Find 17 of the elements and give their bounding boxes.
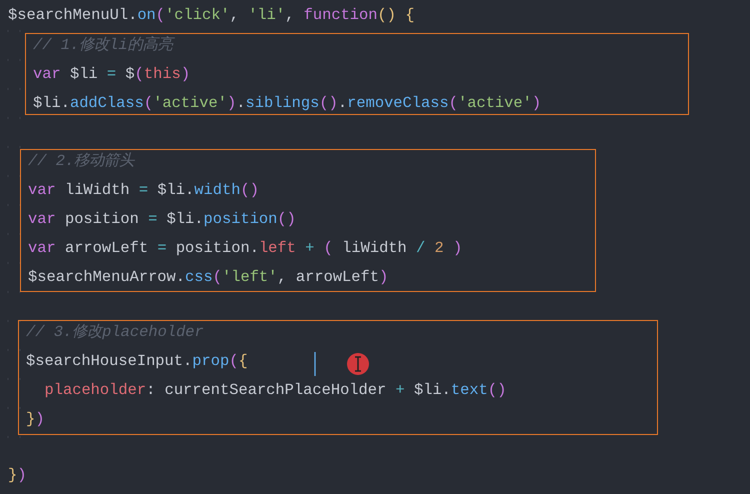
code-line: $searchHouseInput.prop({ — [26, 351, 248, 372]
code-line: var $li = $(this) — [33, 64, 190, 85]
code-line: $searchMenuArrow.css('left', arrowLeft) — [28, 267, 388, 288]
highlight-frame — [18, 320, 658, 435]
code-comment: // 1.修改li的高亮 — [33, 35, 173, 56]
code-line: $searchMenuUl.on('click', 'li', function() { — [8, 5, 415, 26]
code-line: var arrowLeft = position.left + ( liWidth / 2 ) — [28, 238, 462, 259]
code-comment: // 2.移动箭头 — [28, 151, 134, 172]
code-line: }) — [26, 409, 44, 430]
code-line: $li.addClass('active').siblings().removeClass('active') — [33, 93, 542, 114]
highlight-frame — [25, 33, 689, 115]
code-line: var liWidth = $li.width() — [28, 180, 259, 201]
code-comment: // 3.修改placeholder — [26, 322, 204, 343]
code-line: placeholder: currentSearchPlaceHolder + $li.text() — [44, 380, 506, 401]
code-line: }) — [8, 465, 26, 486]
highlight-frame — [20, 149, 596, 292]
code-line: var position = $li.position() — [28, 209, 296, 230]
